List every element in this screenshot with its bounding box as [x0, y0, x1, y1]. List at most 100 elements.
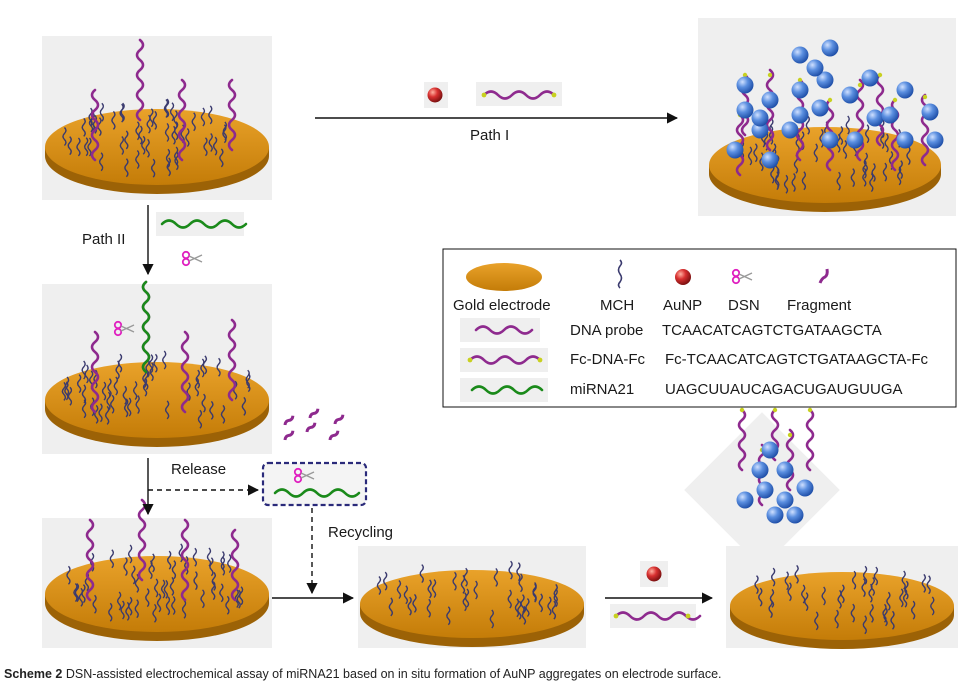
mch-molecule	[115, 360, 120, 380]
mch-molecule	[163, 98, 169, 118]
mch-molecule	[99, 102, 105, 122]
mch-molecule	[508, 560, 513, 580]
mch-molecule	[850, 168, 855, 188]
mch-molecule	[219, 583, 224, 603]
mch-molecule	[197, 409, 203, 429]
mch-molecule	[148, 560, 153, 580]
mch-molecule	[753, 143, 758, 163]
mch-molecule	[152, 603, 157, 623]
mch-molecule	[165, 148, 171, 168]
mch-molecule	[520, 594, 525, 614]
mch-molecule	[376, 576, 382, 595]
mch-molecule	[113, 376, 119, 396]
mch-molecule	[149, 362, 154, 382]
mch-molecule	[890, 610, 895, 630]
mch-molecule	[81, 384, 87, 404]
mch-molecule	[76, 374, 82, 394]
mch-molecule	[209, 557, 214, 577]
mch-molecule	[869, 173, 874, 193]
mch-molecule	[122, 385, 127, 405]
legend-dsn: DSN	[728, 297, 760, 314]
mch-molecule	[171, 125, 176, 145]
mch-molecule	[173, 146, 179, 166]
path2-label: Path II	[82, 231, 125, 248]
mch-molecule	[67, 136, 72, 156]
mch-molecule	[842, 140, 848, 160]
mch-molecule	[135, 394, 140, 414]
mch-molecule	[127, 397, 132, 417]
mch-molecule	[840, 584, 845, 604]
mch-molecule	[135, 121, 140, 141]
mch-molecule	[225, 595, 230, 615]
fc-tip	[827, 97, 833, 103]
dna-probe	[135, 38, 145, 122]
mch-molecule	[141, 135, 146, 155]
mch-molecule	[119, 136, 125, 156]
fc-tip	[537, 357, 543, 363]
mch-molecule	[525, 598, 530, 618]
mch-molecule	[396, 580, 402, 599]
fc-dna-fc-strand	[482, 90, 556, 100]
mch-molecule	[768, 125, 774, 145]
mch-molecule	[813, 143, 818, 163]
legend-mirna21-seq: UAGCUUAUCAGACUGAUGUUGA	[665, 381, 903, 398]
mch-molecule	[521, 605, 527, 625]
fc-tip	[685, 613, 691, 619]
mch-molecule	[787, 582, 792, 602]
mch-molecule	[163, 579, 169, 599]
mch-molecule	[758, 587, 763, 607]
mch-molecule	[861, 578, 866, 598]
dsn-blade	[188, 254, 203, 263]
mch-molecule	[98, 403, 103, 423]
mch-molecule	[851, 570, 857, 590]
aunp-icon	[427, 87, 443, 103]
legend-fc-dna-fc-name: Fc-DNA-Fc	[570, 351, 645, 368]
mch-molecule	[219, 148, 224, 168]
mch-molecule	[156, 593, 162, 613]
mch-molecule	[193, 571, 198, 591]
dna-probe	[141, 280, 151, 374]
mch-molecule	[871, 163, 876, 182]
legend-aunp: AuNP	[663, 297, 702, 314]
mch-molecule	[419, 564, 424, 584]
aunp-sphere	[736, 491, 754, 509]
mch-molecule	[473, 580, 478, 600]
mch-molecule	[132, 380, 138, 400]
mch-molecule	[192, 547, 198, 567]
legend-icons	[460, 259, 829, 402]
mch-molecule	[516, 562, 521, 582]
legend-dna-probe-seq: TCAACATCAGTCTGATAAGCTA	[662, 322, 882, 339]
mch-molecule	[241, 396, 247, 416]
mch-molecule	[119, 103, 124, 123]
aunp-sphere	[821, 39, 839, 57]
mch-molecule	[882, 603, 887, 623]
mch-molecule	[910, 600, 916, 620]
mch-molecule	[120, 102, 125, 122]
mch-molecule	[784, 571, 789, 591]
mch-molecule	[107, 378, 112, 398]
aunp-sphere	[791, 81, 809, 99]
fc-tip	[772, 407, 778, 413]
mch-molecule	[882, 162, 888, 182]
mch-molecule	[403, 585, 409, 605]
mch-molecule	[553, 583, 558, 603]
mch-molecule	[131, 565, 136, 585]
mch-molecule	[794, 564, 799, 584]
mch-molecule	[123, 557, 128, 577]
fc-tip	[922, 94, 928, 100]
dna-probe	[227, 318, 237, 402]
aunp-sphere	[736, 76, 754, 94]
mch-molecule	[898, 160, 903, 180]
caption-text: DSN-assisted electrochemical assay of mi…	[65, 667, 722, 681]
aunp-sphere	[776, 461, 794, 479]
aunp-sphere	[896, 81, 914, 99]
mch-molecule	[930, 596, 935, 616]
fc-tip	[467, 357, 473, 363]
aunp-aggregates	[726, 39, 944, 524]
aunp-icon	[646, 566, 662, 582]
mch-molecule	[801, 584, 806, 604]
mch-molecule	[164, 98, 170, 118]
mch-molecule	[194, 377, 200, 397]
mch-molecule	[76, 137, 81, 157]
mch-molecule	[162, 350, 167, 370]
